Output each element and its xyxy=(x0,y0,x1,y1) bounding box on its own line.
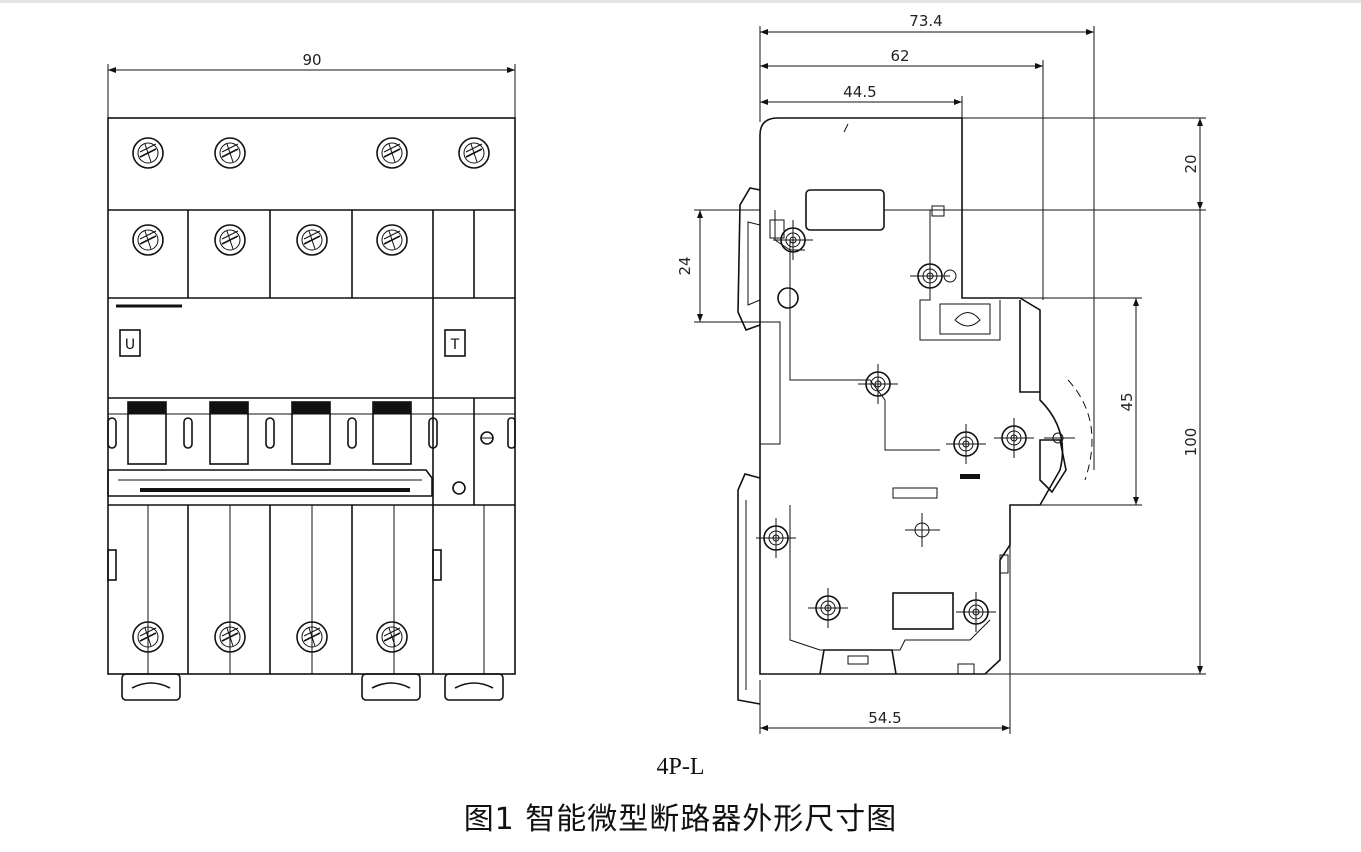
dim-100: 100 xyxy=(980,210,1206,675)
model-caption: 4P-L xyxy=(656,754,705,780)
dim-label-90: 90 xyxy=(302,51,321,69)
dim-label-100: 100 xyxy=(1182,428,1200,457)
dim-24: 24 xyxy=(676,209,760,323)
right-symbol-box xyxy=(444,329,466,357)
dim-45: 45 xyxy=(1010,297,1142,506)
din-clips xyxy=(121,673,504,701)
dim-54-5: 54.5 xyxy=(759,505,1011,734)
top-border xyxy=(0,0,1361,3)
dim-label-62: 62 xyxy=(890,47,909,65)
dim-20: 20 xyxy=(890,117,1206,211)
side-body-outline xyxy=(759,117,1064,675)
left-symbol: U xyxy=(125,337,135,353)
toggle-handles xyxy=(107,401,516,497)
dim-label-44-5: 44.5 xyxy=(843,83,876,101)
side-view: 73.4 62 44.5 20 10 xyxy=(676,12,1206,734)
right-symbol: T xyxy=(450,337,460,353)
dim-label-24: 24 xyxy=(676,256,694,275)
dim-44-5: 44.5 xyxy=(760,83,963,210)
dim-label-54-5: 54.5 xyxy=(868,709,901,727)
dim-width-90: 90 xyxy=(107,51,516,118)
dim-label-20: 20 xyxy=(1182,154,1200,173)
dim-label-45: 45 xyxy=(1118,392,1136,411)
dim-62: 62 xyxy=(760,47,1044,300)
dim-73-4: 73.4 xyxy=(759,12,1095,470)
left-symbol-box xyxy=(119,329,141,357)
front-view: 90 xyxy=(107,51,516,701)
figure-title: 图1 智能微型断路器外形尺寸图 xyxy=(463,802,898,837)
dim-label-73-4: 73.4 xyxy=(909,12,942,30)
